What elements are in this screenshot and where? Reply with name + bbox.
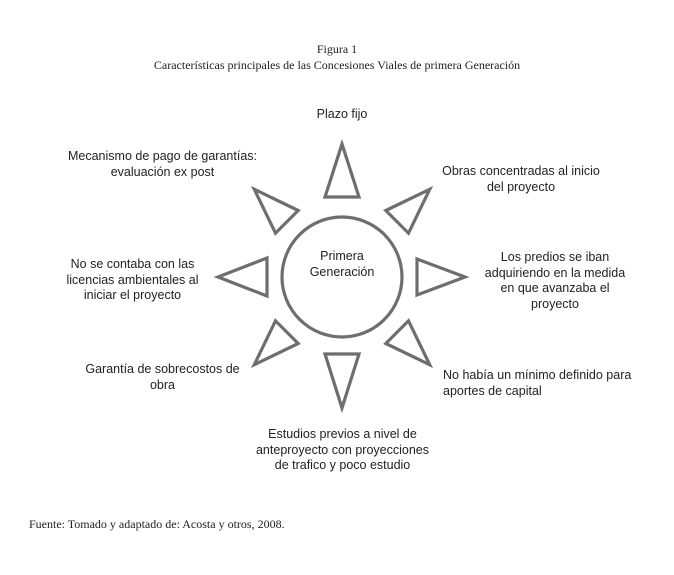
ray-left [213,255,269,299]
label-right: Los predios se iban adquiriendo en la me… [484,250,626,311]
ray-top-left [250,185,301,236]
ray-top-right [383,185,434,236]
center-label: Primera Generación [309,249,375,279]
figure-title: Características principales de las Conce… [153,58,521,72]
label-top: Plazo fijo [316,107,368,121]
rays-group [213,138,470,414]
label-bottom-left: Garantía de sobrecostos de obra [85,362,240,392]
label-top-left: Mecanismo de pago de garantías: evaluaci… [67,149,257,179]
figure-number: Figura 1 [316,42,358,56]
ray-top [322,138,362,199]
label-left: No se contaba con las licencias ambienta… [66,257,199,302]
label-top-right: Obras concentradas al inicio del proyect… [442,164,600,194]
label-bottom: Estudios previos a nivel de anteproyecto… [255,427,430,474]
center-circle [280,215,404,339]
ray-bottom [322,352,362,414]
label-bottom-right: No había un mínimo definido para aportes… [443,368,632,398]
ray-bottom-right [383,318,434,369]
figure-source: Fuente: Tomado y adaptado de: Acosta y o… [29,517,285,531]
ray-right [415,256,470,298]
ray-bottom-left [250,318,301,369]
